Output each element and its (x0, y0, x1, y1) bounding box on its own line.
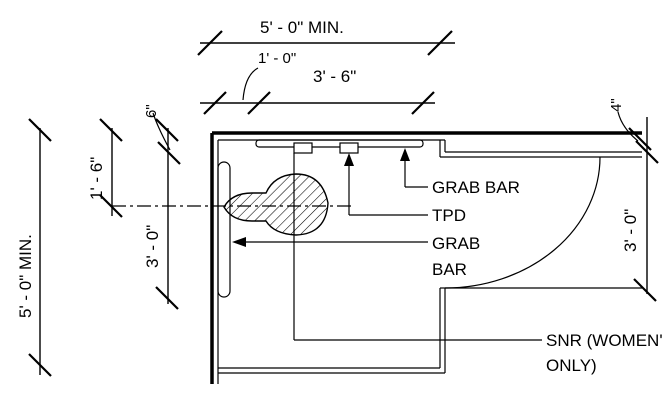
dim-top-overall: 5' - 0" MIN. (260, 18, 344, 37)
label-side-grab-bar-2: BAR (432, 260, 467, 279)
dim-left-small: 6" (143, 104, 160, 118)
dim-left-lower: 3' - 0" (143, 225, 162, 268)
rear-grab-bar (255, 139, 424, 154)
label-snr-2: ONLY) (546, 356, 597, 375)
toilet (223, 173, 329, 236)
dim-left-upper: 1' - 6" (87, 157, 106, 200)
label-tpd: TPD (432, 206, 466, 225)
label-snr-1: SNR (WOMEN'S (546, 331, 663, 350)
left-dimensions (28, 112, 181, 377)
dim-left-overall: 5' - 0" MIN. (16, 234, 35, 318)
door-swing (444, 156, 642, 289)
top-dimensions (197, 30, 455, 115)
leader-lines (112, 148, 542, 341)
dim-top-offset: 1' - 0" (258, 50, 296, 67)
dim-top-bar: 3' - 6" (313, 67, 356, 86)
side-grab-bar (217, 161, 231, 298)
right-dimensions (617, 111, 659, 302)
dim-right-small: 4" (608, 98, 625, 112)
label-side-grab-bar-1: GRAB (432, 234, 480, 253)
dim-right-door: 3' - 0" (621, 209, 640, 252)
label-rear-grab-bar: GRAB BAR (432, 178, 520, 197)
